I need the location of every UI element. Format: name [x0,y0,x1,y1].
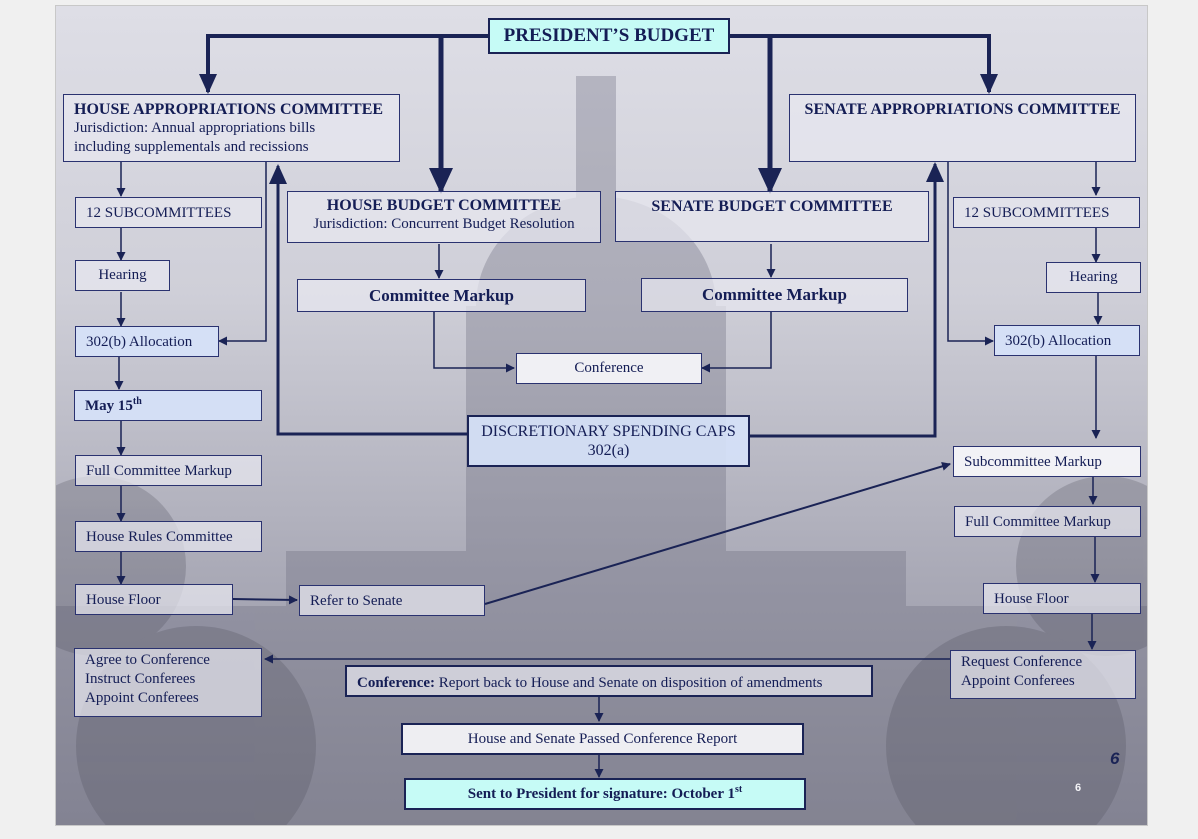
passed-conference-report-box: House and Senate Passed Conference Repor… [401,723,804,755]
house-budget-jurisdiction: Jurisdiction: Concurrent Budget Resoluti… [313,216,575,232]
house-hearing-label: Hearing [98,267,147,283]
budget-conference-label: Conference [574,360,644,376]
conference-report-box: Conference: Report back to House and Sen… [345,665,873,697]
may-15-sup: th [132,396,142,407]
senate-committee-markup-label: Committee Markup [702,285,847,304]
house-committee-markup-label: Committee Markup [369,286,514,305]
may-15-box: May 15th [74,390,262,421]
senate-hearing-label: Hearing [1069,269,1118,285]
appoint-conferees-label: Appoint Conferees [961,673,1075,689]
conference-report-text: Report back to House and Senate on dispo… [435,675,823,691]
spending-caps-box: DISCRETIONARY SPENDING CAPS 302(a) [467,415,750,467]
sent-to-president-sup: st [734,784,743,795]
house-rules-committee-box: House Rules Committee [75,521,262,552]
house-full-committee-markup-box: Full Committee Markup [75,455,262,486]
senate-appropriations-title: SENATE APPROPRIATIONS COMMITTEE [804,101,1121,118]
house-appropriations-title: HOUSE APPROPRIATIONS COMMITTEE [74,101,384,118]
request-conference-box: Request Conference Appoint Conferees [950,650,1136,699]
refer-to-senate-label: Refer to Senate [310,593,403,609]
senate-floor-box: House Floor [983,583,1141,614]
request-conference-label: Request Conference [961,654,1083,670]
house-subcommittees-box: 12 SUBCOMMITTEES [75,197,262,228]
house-budget-committee-box: HOUSE BUDGET COMMITTEE Jurisdiction: Con… [287,191,601,243]
may-15-label: May 15 [85,398,133,414]
house-rules-committee-label: House Rules Committee [86,529,233,545]
instruct-conferees-label: Instruct Conferees [85,671,196,687]
house-302b-allocation-box: 302(b) Allocation [75,326,219,357]
slide: PRESIDENT’S BUDGET HOUSE APPROPRIATIONS … [55,5,1148,826]
house-floor-label: House Floor [86,592,161,608]
senate-full-committee-markup-box: Full Committee Markup [954,506,1141,537]
senate-hearing-box: Hearing [1046,262,1141,293]
presidents-budget-box: PRESIDENT’S BUDGET [488,18,730,54]
connector-arrows [114,34,1103,778]
agree-to-conference-box: Agree to Conference Instruct Conferees A… [74,648,262,717]
house-floor-box: House Floor [75,584,233,615]
house-subcommittees-label: 12 SUBCOMMITTEES [86,205,232,221]
budget-conference-box: Conference [516,353,702,384]
passed-conference-report-label: House and Senate Passed Conference Repor… [467,731,738,747]
spending-caps-title: DISCRETIONARY SPENDING CAPS [481,423,736,440]
senate-subcommittees-box: 12 SUBCOMMITTEES [953,197,1140,228]
house-full-committee-markup-label: Full Committee Markup [86,463,232,479]
senate-budget-committee-box: SENATE BUDGET COMMITTEE [615,191,929,242]
house-appoint-conferees-label: Appoint Conferees [85,690,199,706]
sent-to-president-label: Sent to President for signature: October… [467,786,735,802]
senate-appropriations-box: SENATE APPROPRIATIONS COMMITTEE [789,94,1136,162]
house-appropriations-jurisdiction-cont: including supplementals and recissions [74,139,309,155]
house-302b-allocation-label: 302(b) Allocation [86,334,193,350]
house-hearing-box: Hearing [75,260,170,291]
sent-to-president-box: Sent to President for signature: October… [404,778,806,810]
presidents-budget-label: PRESIDENT’S BUDGET [503,25,715,46]
senate-302b-allocation-box: 302(b) Allocation [994,325,1140,356]
senate-subcommittee-markup-box: Subcommittee Markup [953,446,1141,477]
refer-to-senate-box: Refer to Senate [299,585,485,616]
house-budget-title: HOUSE BUDGET COMMITTEE [326,197,562,214]
senate-subcommittees-label: 12 SUBCOMMITTEES [964,205,1110,221]
page-number-small: 6 [1075,782,1082,794]
house-appropriations-jurisdiction: Jurisdiction: Annual appropriations bill… [74,120,316,136]
senate-budget-title: SENATE BUDGET COMMITTEE [651,198,893,215]
senate-full-committee-markup-label: Full Committee Markup [965,514,1111,530]
senate-committee-markup-box: Committee Markup [641,278,908,312]
senate-floor-label: House Floor [994,591,1069,607]
senate-subcommittee-markup-label: Subcommittee Markup [964,454,1102,470]
house-committee-markup-box: Committee Markup [297,279,586,312]
senate-302b-allocation-label: 302(b) Allocation [1005,333,1112,349]
page-number: 6 [1110,749,1120,768]
house-appropriations-box: HOUSE APPROPRIATIONS COMMITTEE Jurisdict… [63,94,400,162]
conference-report-label: Conference: [357,675,436,691]
agree-to-conference-label: Agree to Conference [85,652,210,668]
spending-caps-section: 302(a) [587,442,630,459]
